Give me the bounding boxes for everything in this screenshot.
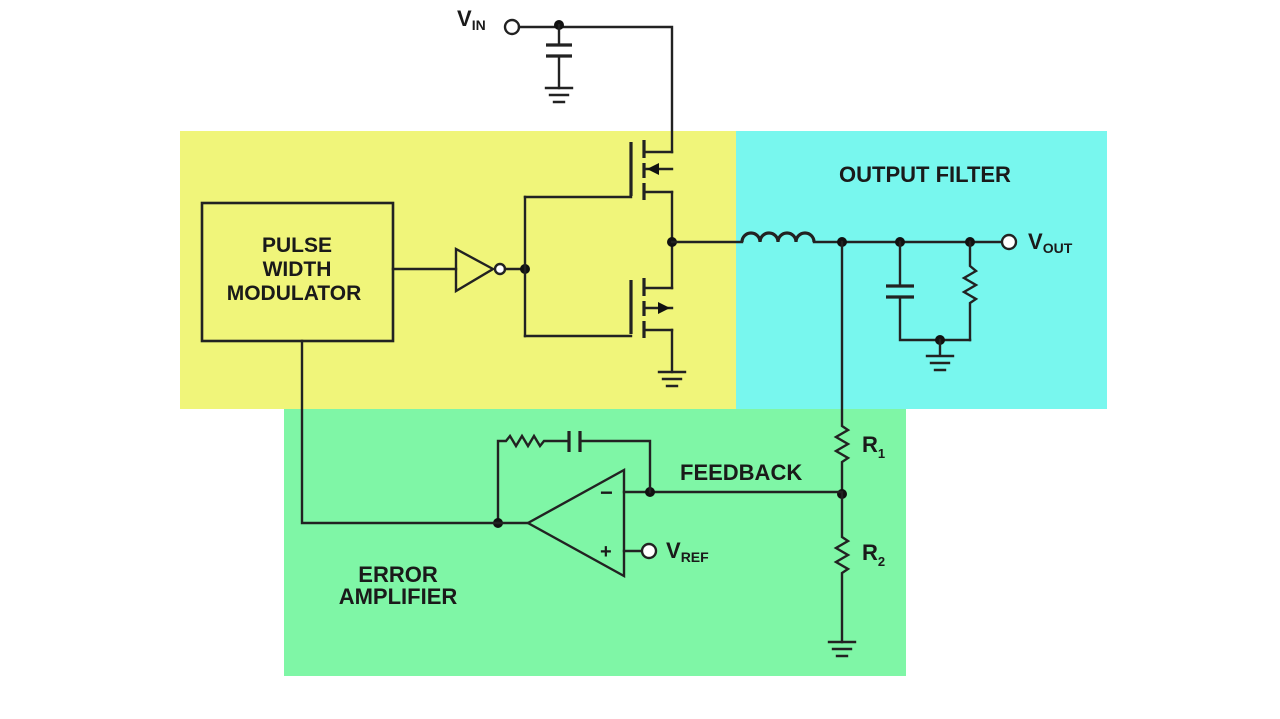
high-side-mosfet (629, 140, 674, 244)
feedback-label: FEEDBACK (680, 460, 802, 485)
pwm-label-line1: PULSE (262, 234, 332, 257)
output-filter-label: OUTPUT FILTER (839, 162, 1011, 187)
error-amp-label-line1: ERROR (358, 562, 438, 587)
vin-label: VIN (457, 6, 486, 33)
error-amp-label-line2: AMPLIFIER (339, 584, 458, 609)
load-resistor (925, 240, 979, 372)
vout-terminal (1000, 233, 1018, 251)
vin-terminal (503, 18, 521, 36)
output-capacitor (886, 240, 972, 342)
minus-sign: − (600, 480, 613, 505)
plus-sign: + (600, 541, 612, 563)
feedback-divider (827, 240, 857, 658)
pwm-label-line3: MODULATOR (227, 282, 362, 305)
error-amplifier (300, 339, 844, 579)
vout-label: VOUT (1028, 229, 1073, 256)
error-amplifier-region (284, 409, 906, 676)
r1-label: R1 (862, 432, 885, 461)
vref-terminal (640, 542, 658, 560)
low-side-mosfet (629, 240, 687, 388)
pwm-label-line2: WIDTH (263, 258, 332, 281)
gate-driver (391, 195, 633, 338)
vin-rail (503, 18, 674, 154)
output-filter-region (736, 131, 1107, 409)
pwm-block (200, 201, 395, 343)
r2-label: R2 (862, 540, 885, 569)
vref-label: VREF (666, 538, 709, 565)
